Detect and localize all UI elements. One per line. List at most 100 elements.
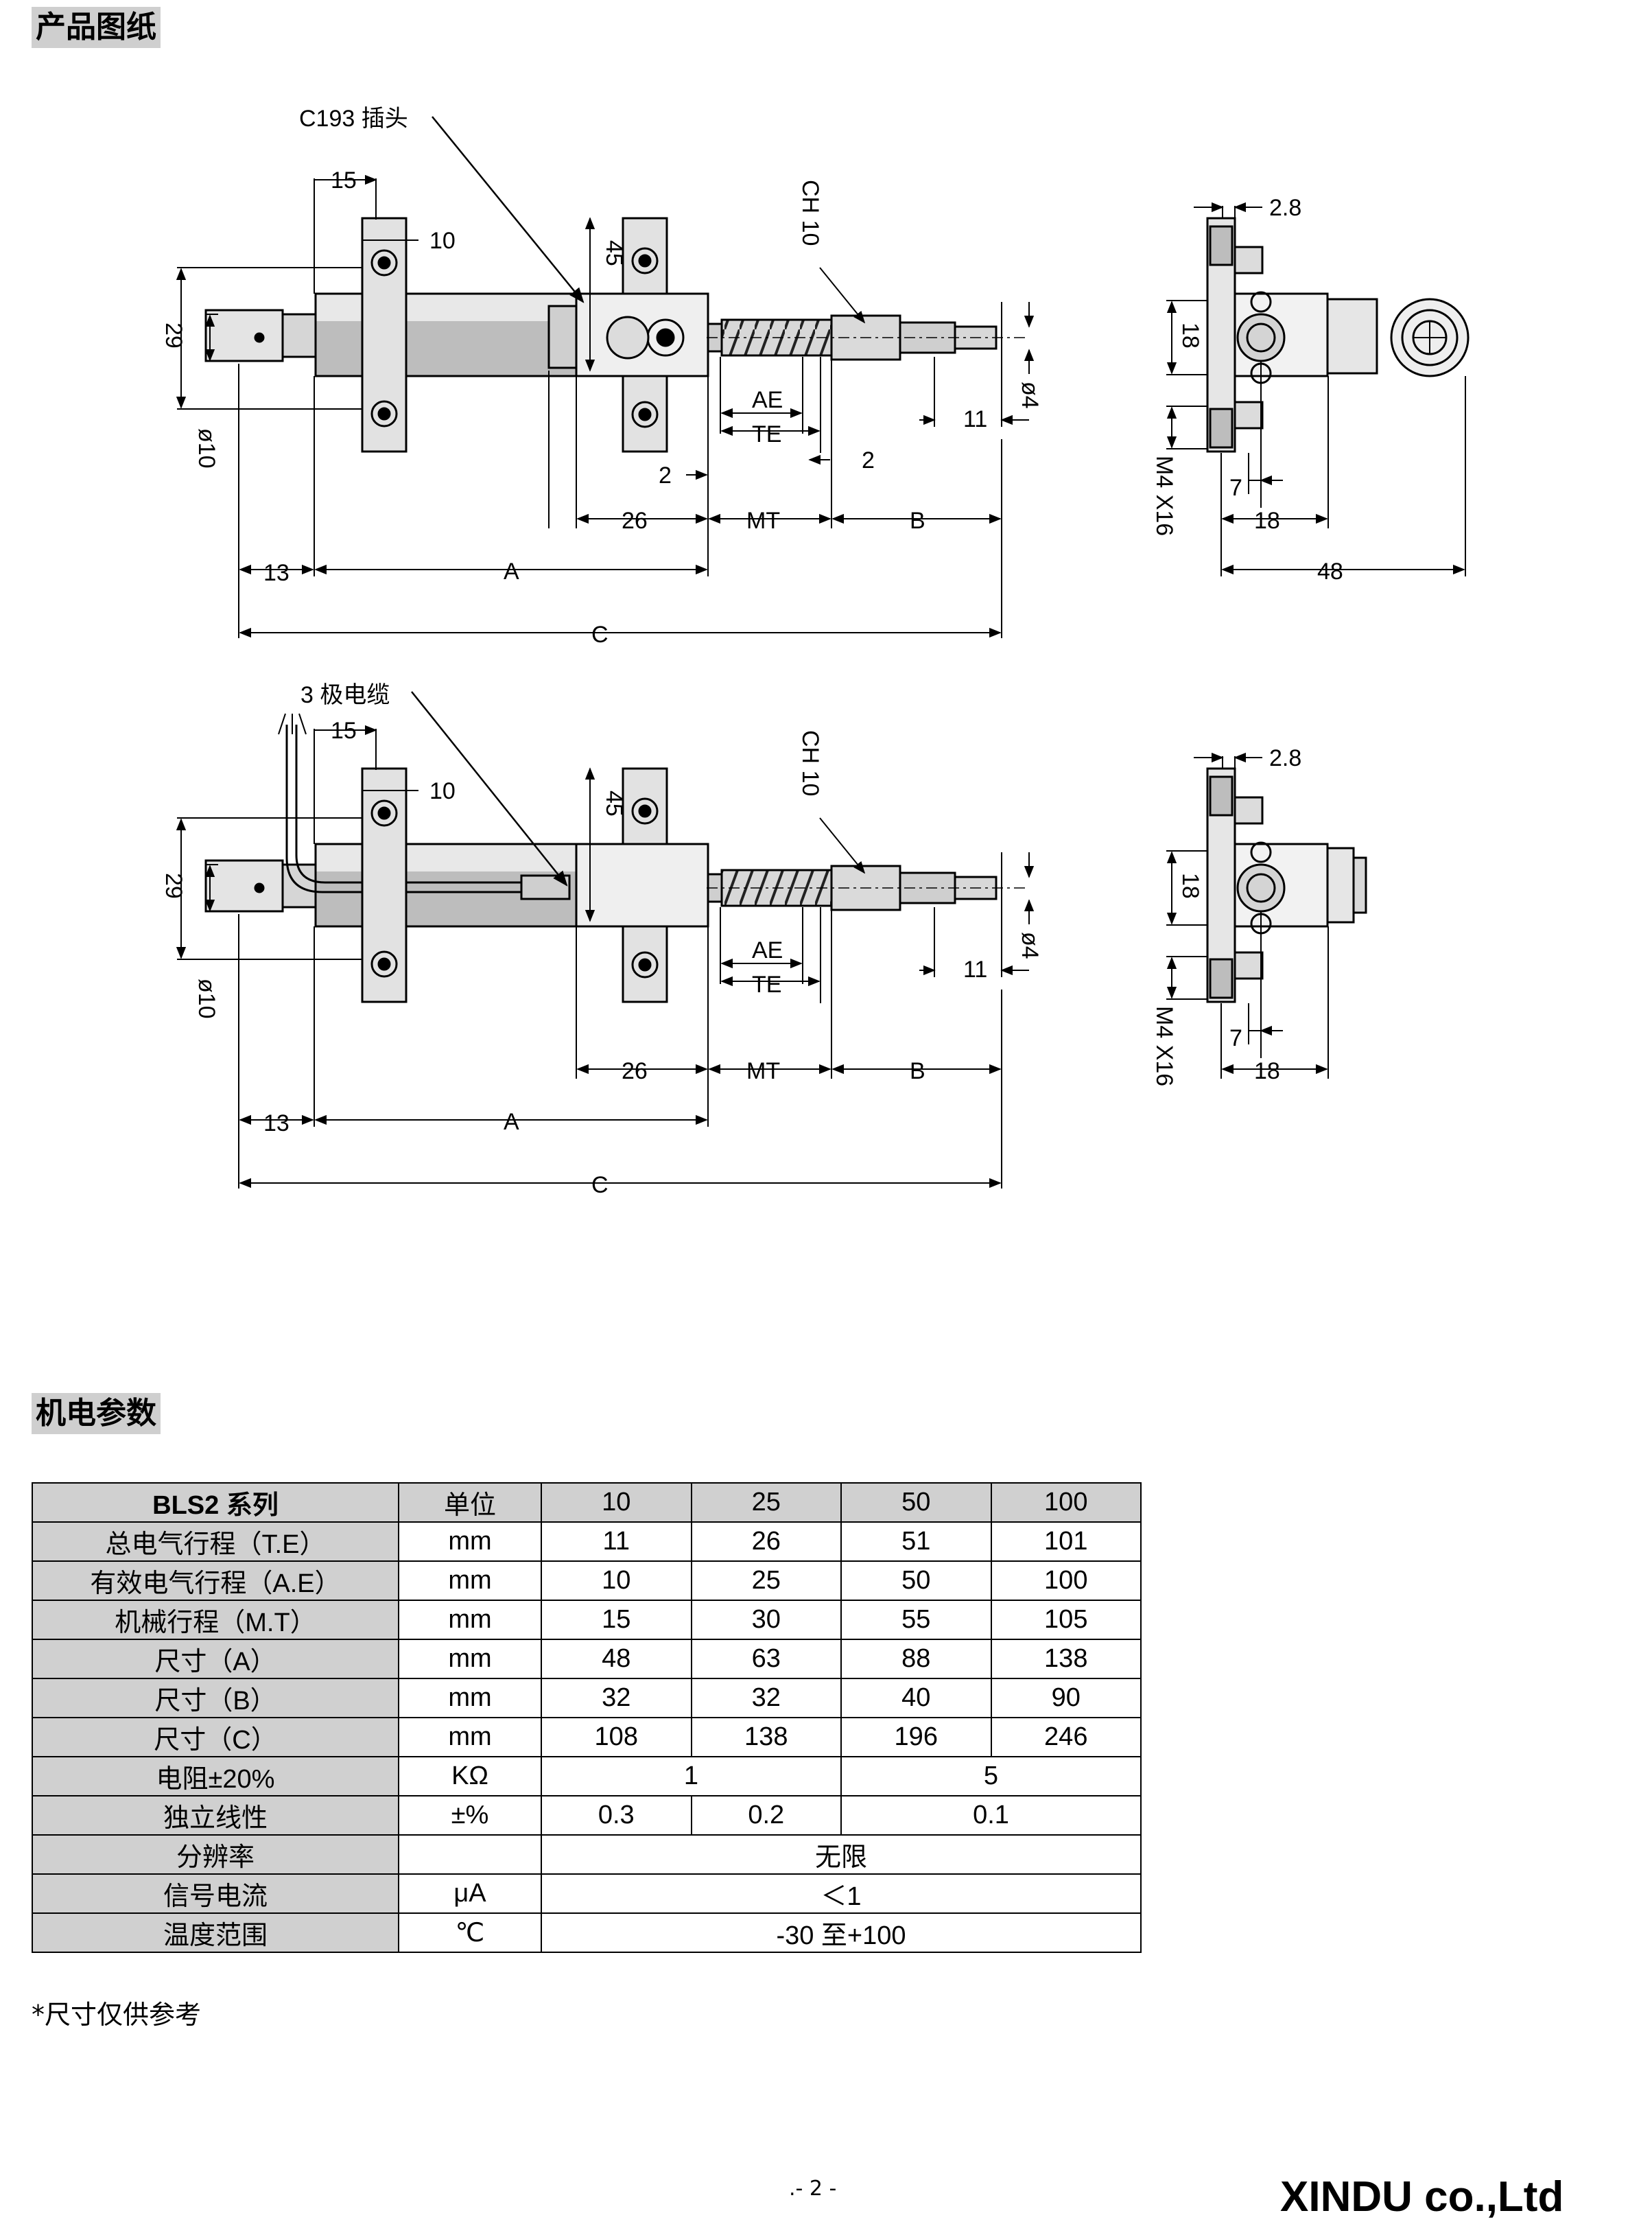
row-label: 总电气行程（T.E） (32, 1521, 399, 1562)
table-header-cell: 50 (840, 1482, 992, 1523)
dim-label: 15 (331, 167, 357, 194)
dim-label: MT (746, 1058, 780, 1084)
dim-label: B (910, 1058, 925, 1084)
dim-label: 18 (1177, 873, 1203, 899)
front-view-2 (176, 691, 1035, 1189)
unit-cell: KΩ (398, 1756, 542, 1796)
dim-label: 2 (862, 447, 875, 473)
dim-label: 13 (263, 560, 290, 586)
dim-label: AE (752, 387, 783, 413)
dim-label: 10 (429, 228, 456, 254)
section-title-drawings: 产品图纸 (32, 7, 161, 48)
dim-label: 45 (601, 791, 627, 817)
value-cell: 10 (541, 1560, 692, 1601)
company-name: XINDU co.,Ltd (1280, 2173, 1564, 2221)
front-view-2-labels: 3 极电缆 15 10 45 29 ø10 CH 10 AE TE 11 ø4 … (161, 682, 1043, 1198)
footnote: *尺寸仅供参考 (32, 2000, 202, 2030)
value-cell: 30 (690, 1600, 842, 1640)
unit-cell: mm (398, 1560, 542, 1601)
spec-table: BLS2 系列 单位 10 25 50 100 总电气行程（T.E） mm 11… (32, 1482, 1142, 1953)
value-cell: 1 (541, 1756, 842, 1796)
unit-cell: mm (398, 1678, 542, 1718)
value-cell: 0.1 (840, 1795, 1142, 1836)
value-cell: 90 (990, 1678, 1142, 1718)
unit-cell: mm (398, 1521, 542, 1562)
dim-label: 11 (963, 957, 987, 983)
row-label: 机械行程（M.T） (32, 1600, 399, 1640)
dim-label: 29 (161, 323, 187, 349)
dim-label: A (504, 559, 519, 585)
table-row: 尺寸（B） mm 32 32 40 90 (32, 1678, 1142, 1718)
unit-cell (398, 1834, 542, 1875)
row-label: 温度范围 (32, 1912, 399, 1953)
row-label: 尺寸（B） (32, 1678, 399, 1718)
value-cell: 0.2 (690, 1795, 842, 1836)
dim-label: ø10 (193, 979, 220, 1019)
dim-label: 26 (622, 508, 648, 534)
value-cell: 11 (541, 1521, 692, 1562)
table-row: 尺寸（C） mm 108 138 196 246 (32, 1717, 1142, 1757)
dim-label: 10 (429, 778, 456, 804)
dim-label: 11 (963, 406, 987, 432)
dim-label: TE (752, 972, 781, 998)
table-row: 信号电流 μA ＜1 (32, 1873, 1142, 1914)
connector-label: C193 插头 (299, 106, 408, 132)
dim-label: AE (752, 937, 783, 963)
value-cell: 32 (690, 1678, 842, 1718)
dim-label: B (910, 508, 925, 534)
row-label: 信号电流 (32, 1873, 399, 1914)
dim-label: ø4 (1017, 932, 1043, 959)
table-row: 机械行程（M.T） mm 15 30 55 105 (32, 1600, 1142, 1640)
dim-label: 7 (1229, 1025, 1242, 1051)
table-header-series: BLS2 系列 (32, 1482, 399, 1523)
side-view-1-labels: 2.8 18 M4 X16 7 18 48 (1151, 195, 1343, 585)
value-cell: 51 (840, 1521, 992, 1562)
technical-drawings: C193 插头 15 10 45 29 ø10 CH 10 AE TE 2 2 … (161, 106, 1470, 1198)
front-view-1-labels: C193 插头 15 10 45 29 ø10 CH 10 AE TE 2 2 … (161, 106, 1043, 648)
front-view-1 (176, 116, 1035, 638)
dim-label: 15 (331, 718, 357, 744)
value-cell: 101 (990, 1521, 1142, 1562)
value-cell: 108 (541, 1717, 692, 1757)
row-label: 分辨率 (32, 1834, 399, 1875)
value-cell: 100 (990, 1560, 1142, 1601)
dim-label: 18 (1254, 508, 1280, 534)
value-cell: 55 (840, 1600, 992, 1640)
unit-cell: mm (398, 1639, 542, 1679)
row-label: 电阻±20% (32, 1756, 399, 1796)
table-row: 有效电气行程（A.E） mm 10 25 50 100 (32, 1560, 1142, 1601)
dim-label: M4 X16 (1151, 456, 1177, 536)
value-cell: ＜1 (541, 1873, 1142, 1914)
table-row: 温度范围 ℃ -30 至+100 (32, 1912, 1142, 1953)
unit-cell: mm (398, 1717, 542, 1757)
value-cell: 15 (541, 1600, 692, 1640)
dim-label: A (504, 1109, 519, 1135)
value-cell: 138 (690, 1717, 842, 1757)
side-view-1 (1166, 202, 1470, 576)
row-label: 独立线性 (32, 1795, 399, 1836)
table-header-cell: 10 (541, 1482, 692, 1523)
table-row: 电阻±20% KΩ 1 5 (32, 1756, 1142, 1796)
dim-label: 7 (1229, 475, 1242, 501)
side-view-2-labels: 2.8 18 M4 X16 7 18 (1151, 745, 1301, 1086)
page-number: .- 2 - (789, 2177, 837, 2201)
unit-cell: ±% (398, 1795, 542, 1836)
value-cell: 26 (690, 1521, 842, 1562)
value-cell: 32 (541, 1678, 692, 1718)
value-cell: 63 (690, 1639, 842, 1679)
row-label: 尺寸（C） (32, 1717, 399, 1757)
dim-label: ø4 (1017, 382, 1043, 409)
dim-label: C (591, 1172, 609, 1198)
dim-label: 18 (1177, 323, 1203, 349)
table-row: 独立线性 ±% 0.3 0.2 0.1 (32, 1795, 1142, 1836)
dim-label: 45 (601, 240, 627, 266)
table-header-cell: 25 (690, 1482, 842, 1523)
value-cell: 196 (840, 1717, 992, 1757)
unit-cell: mm (398, 1600, 542, 1640)
dim-label: TE (752, 421, 781, 447)
dim-label: ø10 (193, 428, 220, 469)
value-cell: 105 (990, 1600, 1142, 1640)
value-cell: 246 (990, 1717, 1142, 1757)
side-view-2 (1166, 752, 1367, 1079)
value-cell: 5 (840, 1756, 1142, 1796)
